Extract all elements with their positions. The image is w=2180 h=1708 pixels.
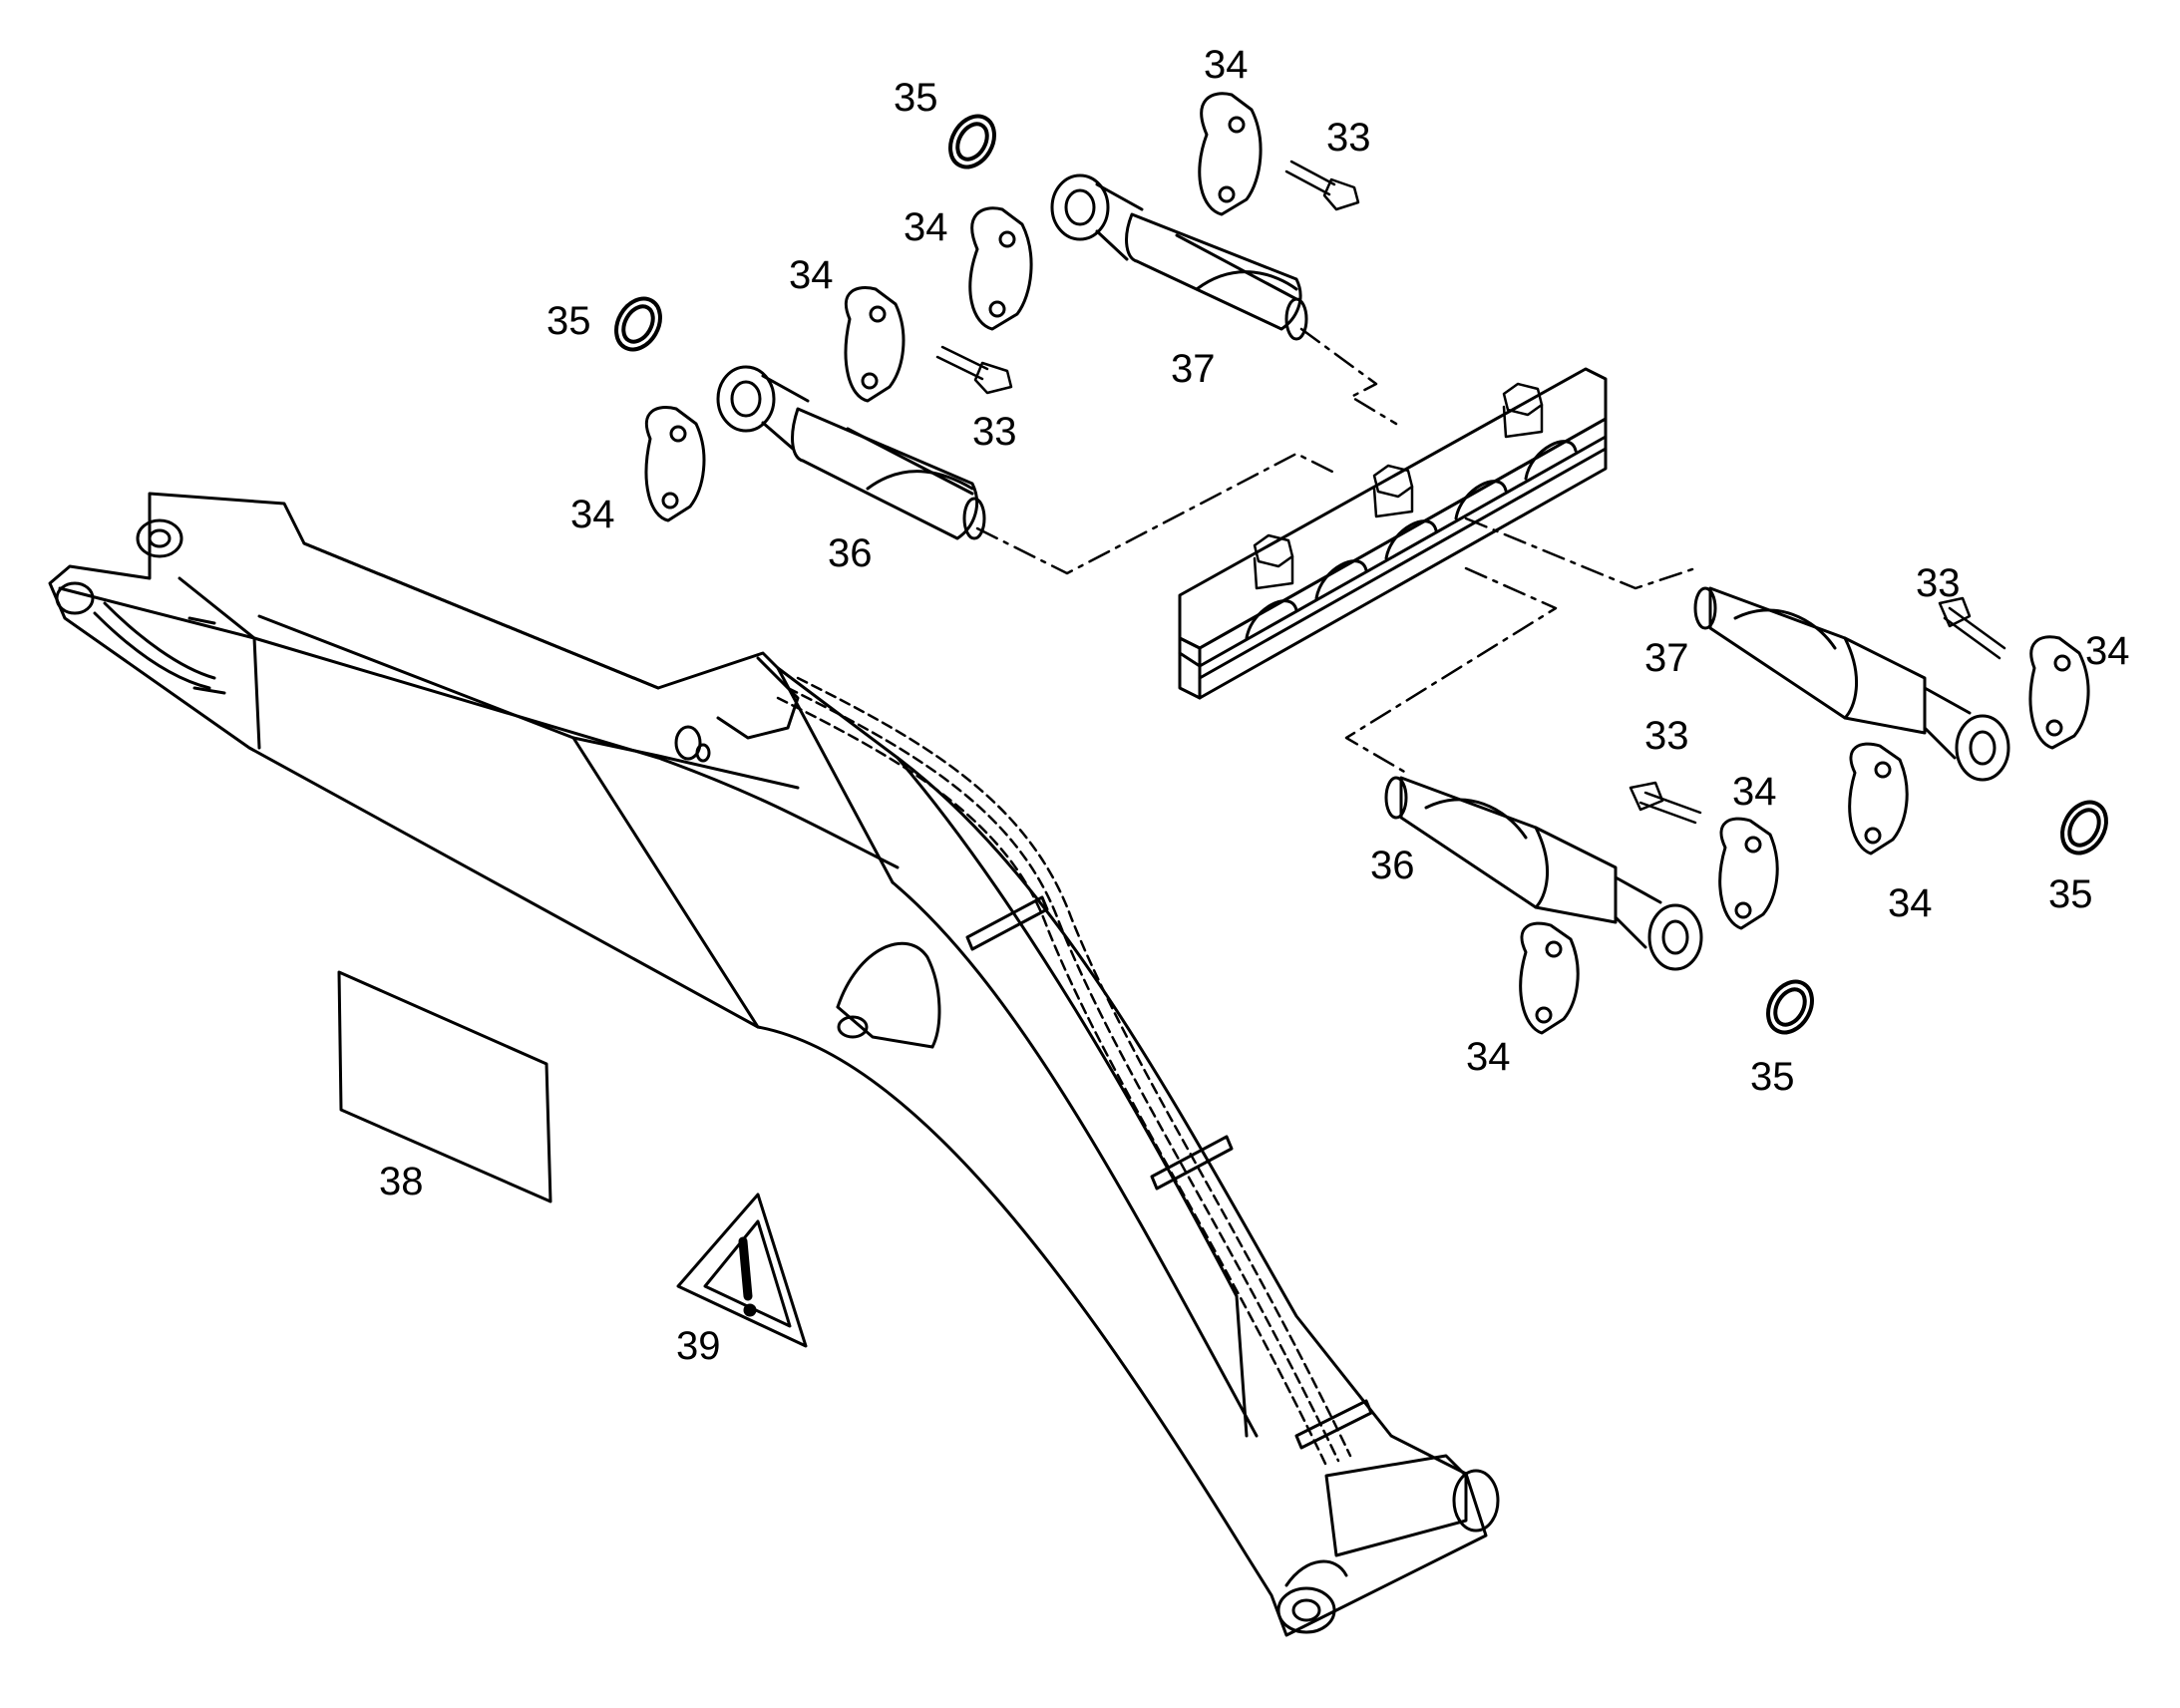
callout-38: 38 xyxy=(379,1160,424,1203)
callout-37-top: 37 xyxy=(1171,347,1216,391)
callout-37-right: 37 xyxy=(1644,636,1689,680)
callout-34-lower-mid: 34 xyxy=(1732,770,1777,814)
flange-halves xyxy=(644,92,2090,1035)
callout-33-lower: 33 xyxy=(1644,714,1689,758)
callout-34-far-right: 34 xyxy=(2085,629,2130,673)
pipe-fitting-37-right xyxy=(1693,586,2010,782)
warning-triangle-icon xyxy=(676,1193,808,1348)
callout-36-top: 36 xyxy=(828,531,873,575)
callout-34-top: 34 xyxy=(1204,43,1249,87)
decal-plate-38 xyxy=(337,970,552,1203)
pipe-fitting-36-bottom xyxy=(1384,776,1703,971)
callout-35-right: 35 xyxy=(2048,872,2093,916)
callout-34-bottom: 34 xyxy=(1466,1035,1511,1079)
o-rings xyxy=(614,114,2108,1035)
callout-36-bottom: 36 xyxy=(1370,844,1415,887)
callout-33-top: 33 xyxy=(1326,116,1371,160)
callout-33-right: 33 xyxy=(1916,561,1961,605)
callout-34-lower-right: 34 xyxy=(1888,881,1933,925)
boom-arm xyxy=(48,492,1500,1637)
pipe-fitting-36-left xyxy=(716,365,986,540)
callout-34-upper-left: 34 xyxy=(789,253,834,297)
callout-34-left: 34 xyxy=(570,493,615,536)
callout-34-upper-mid: 34 xyxy=(904,205,948,249)
manifold-block xyxy=(1178,367,1608,700)
callout-33-mid: 33 xyxy=(972,410,1017,454)
callout-39: 39 xyxy=(676,1324,721,1368)
callout-35-top: 35 xyxy=(894,76,938,120)
callout-35-bottom: 35 xyxy=(1750,1055,1795,1099)
boom-hydraulic-lines xyxy=(776,676,1352,1468)
cap-screws xyxy=(935,160,2006,825)
leader-lines xyxy=(975,327,1697,775)
callout-35-left: 35 xyxy=(546,299,591,343)
pipe-fitting-37-top xyxy=(1050,173,1308,341)
